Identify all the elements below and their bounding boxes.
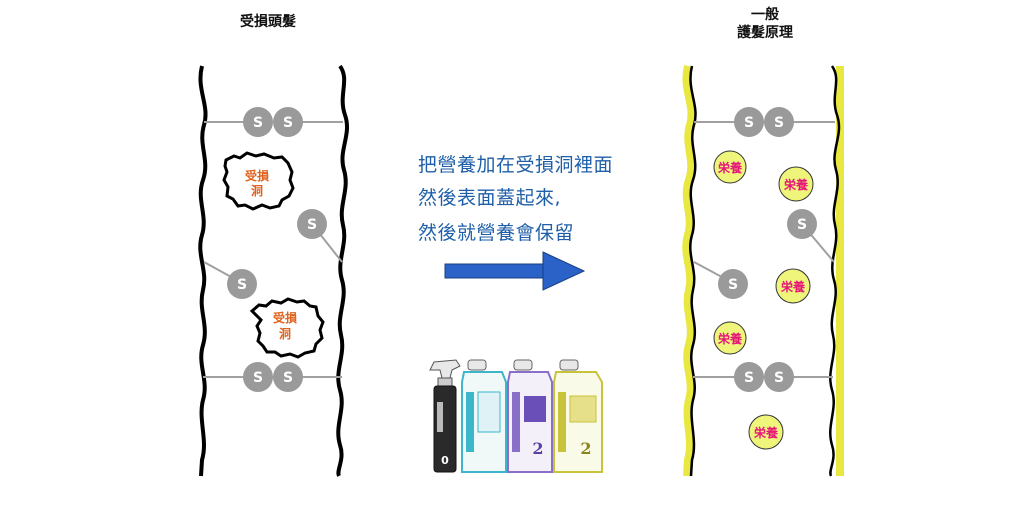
left-panel-title: 受損頭髮 [240,14,296,30]
coating-left [682,65,696,477]
s-label: S [744,370,754,386]
s-label: S [728,277,738,293]
s-label: S [774,115,784,131]
product-bottles-image: 0 2 2 [429,359,603,473]
coated-hair-strand [682,65,844,477]
bottle-number: 0 [441,454,449,467]
right-title-line2: 護髮原理 [737,25,793,41]
caption-line-3: 然後就營養會保留 [418,222,575,244]
nutrient-ball: 栄養 [748,414,784,450]
s-label: S [744,115,754,131]
s-label: S [774,370,784,386]
spray-bottle: 0 [429,359,461,473]
sulfur-bond-pair-bottom: S S [734,362,794,392]
sulfur-broken-right: S [787,209,817,239]
s-label: S [253,115,263,131]
caption-line-2: 然後表面蓋起來, [418,187,562,209]
svg-text:栄養: 栄養 [717,331,742,346]
sulfur-bond-pair-top: S S [243,107,303,137]
hair-left-wall [689,65,697,477]
svg-text:栄養: 栄養 [717,160,742,175]
damage-hole-1: 受損 洞 [222,151,295,211]
damage-label-line1: 受損 [245,168,270,183]
nutrient-ball: 栄養 [713,321,747,355]
nutrient-ball: 栄養 [778,166,814,202]
pump-bottle-yellow: 2 [553,359,603,473]
svg-text:栄養: 栄養 [783,177,808,192]
s-label: S [797,217,807,233]
sulfur-broken-left: S [227,269,257,299]
hair-right-wall [336,64,349,477]
damage-label-line1: 受損 [273,310,298,325]
sulfur-bond-pair-bottom: S S [243,362,303,392]
right-panel-title: 一般 護髮原理 [700,6,830,42]
pump-bottle-cyan [461,359,507,473]
hair-left-wall [198,65,208,477]
damage-hole-2: 受損 洞 [249,297,325,359]
s-label: S [253,370,263,386]
caption-line-1: 把營養加在受損洞裡面 [418,154,614,176]
right-title-line1: 一般 [751,7,779,23]
nutrient-ball: 栄養 [713,150,747,184]
process-arrow [444,251,586,291]
damage-label-line2: 洞 [279,327,291,341]
sulfur-broken-right: S [297,209,327,239]
nutrient-ball: 栄養 [775,268,811,304]
s-label: S [283,370,293,386]
svg-text:栄養: 栄養 [780,279,805,294]
damage-label-line2: 洞 [251,184,263,198]
sulfur-bond-pair-top: S S [734,107,794,137]
s-label: S [307,217,317,233]
pump-bottle-purple: 2 [507,359,553,473]
sulfur-broken-left: S [718,269,748,299]
s-label: S [237,277,247,293]
hair-right-wall [829,65,841,477]
bottle-number: 2 [580,439,591,458]
svg-text:栄養: 栄養 [753,425,778,440]
bottle-number: 2 [532,439,543,458]
damaged-hair-strand [198,64,349,477]
s-label: S [283,115,293,131]
